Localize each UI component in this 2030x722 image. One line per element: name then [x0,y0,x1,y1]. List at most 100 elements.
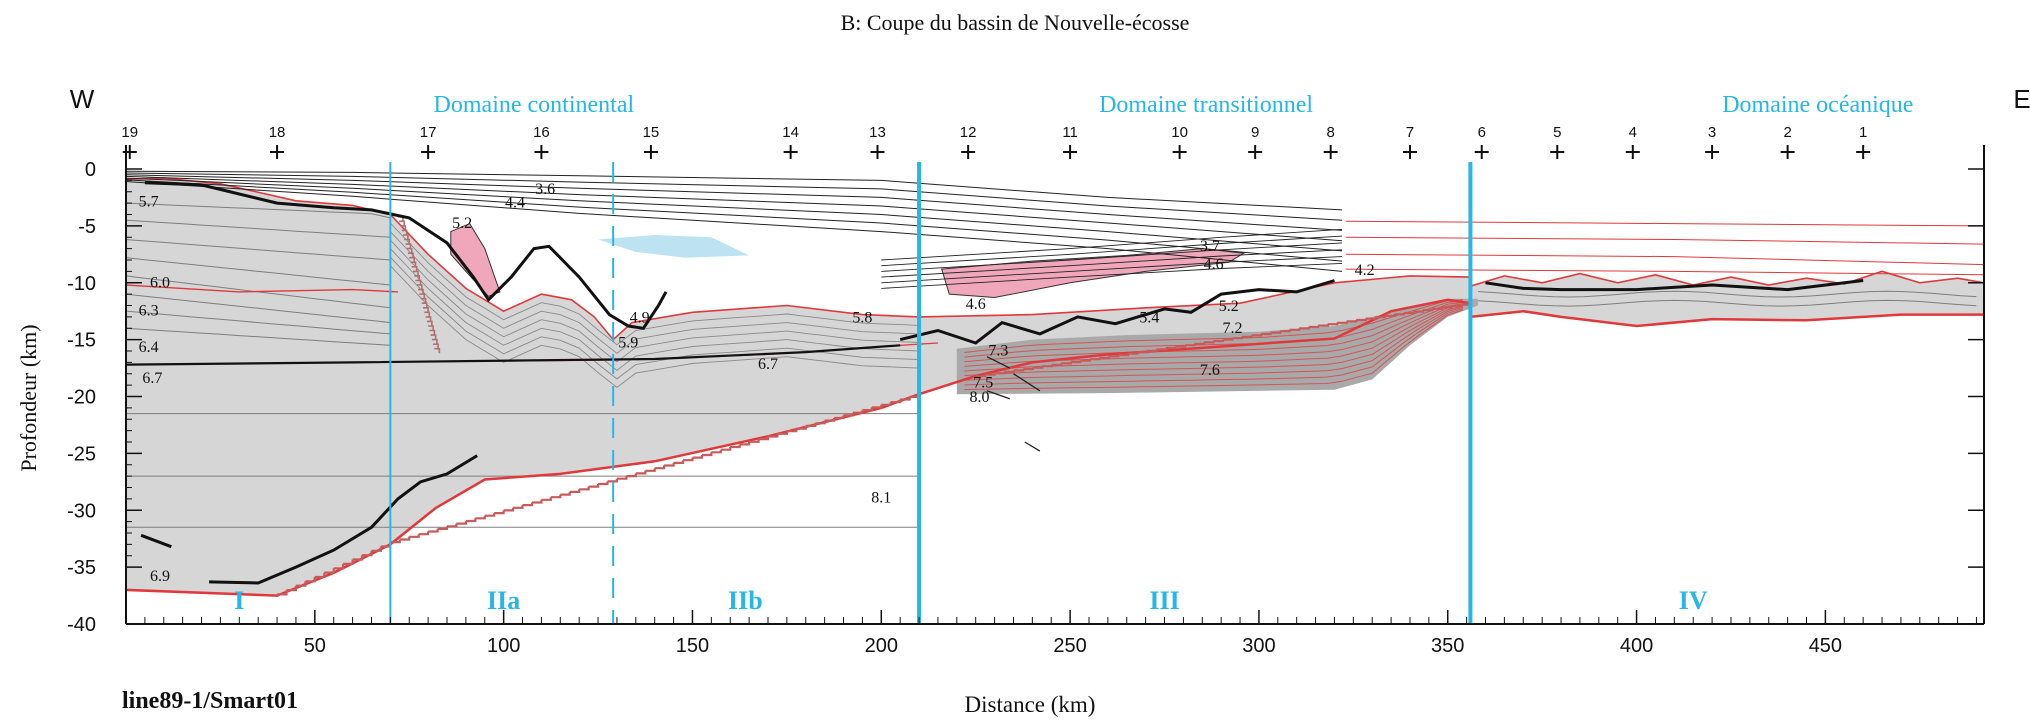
transitional-layer-line [964,300,1463,358]
fault-dash [1013,373,1041,392]
offshore-layer-line [1345,220,1985,227]
sediment-layer-line [881,262,1343,289]
station-number: 17 [420,124,437,141]
velocity-label: 4.6 [966,296,986,313]
zone-label: IV [1679,586,1708,615]
east-label: E [2013,84,2030,114]
station-number: 1 [1859,124,1867,141]
station-number: 18 [269,124,286,141]
sediment-layer-line [881,256,1343,284]
figure-title: B: Coupe du bassin de Nouvelle-écosse [841,10,1190,35]
crust-layer-line [125,257,391,286]
offshore-layer-line [1345,268,1985,276]
sediment-layer-line [125,179,1343,262]
crust-layer-line [389,248,920,371]
sediment-layer-line [881,228,1343,261]
sediment-layer-line [125,172,1343,221]
sediment-layer-line [125,170,1343,211]
y-tick-label: -20 [67,387,96,409]
oceanic-layer-line [1477,299,1977,307]
sediment-layer-line [125,175,1343,242]
oceanic-crust [1470,271,1984,326]
transitional-layer-line [964,299,1463,353]
title-layer: B: Coupe du bassin de Nouvelle-écosse [841,10,1190,35]
domain-label: Domaine continental [434,92,635,118]
station-number: 12 [960,124,977,141]
y-tick-label: -35 [67,557,96,579]
y-tick-label: -15 [67,330,96,352]
velocity-label: 5.9 [618,335,638,352]
crust-layer-line [125,219,391,238]
x-tick-label: 100 [487,635,520,657]
x-tick-label: 50 [304,635,326,657]
velocity-label: 4.4 [505,195,525,212]
station-number: 6 [1478,124,1486,141]
station-number: 3 [1708,124,1716,141]
water-lens [598,235,750,258]
stepped-boundary [390,394,921,544]
velocity-label: 6.0 [150,274,170,291]
x-axis-label: Distance (km) [965,692,1096,717]
reflector-lower-crust [209,454,478,585]
velocity-label: 5.4 [1139,310,1159,327]
y-tick-label: -25 [67,443,96,465]
y-tick-label: -40 [67,614,96,636]
velocity-label: 4.2 [1355,262,1375,279]
x-tick-label: 300 [1242,635,1275,657]
stepped-boundary [277,542,392,596]
velocity-label: 7.6 [1200,362,1220,379]
y-axis-label: Profondeur (km) [16,324,41,471]
velocity-label: 8.1 [871,489,891,506]
crust-layer-line [125,202,391,219]
crust-layer-line [125,293,391,324]
transitional-layer-line [964,305,1464,377]
transitional-layer-line [964,301,1463,363]
fault-dash [986,390,1010,400]
offshore-layer-line [1345,236,1985,245]
velocity-label: 8.0 [969,389,989,406]
fault-dash [986,356,1010,369]
sediment-layer-line [881,249,1343,278]
y-tick-label: 0 [85,159,96,181]
station-number: 2 [1783,124,1791,141]
station-number: 11 [1062,124,1078,141]
velocity-label: 7.5 [973,374,993,391]
velocity-label: 6.7 [142,370,162,387]
transitional-layer-line [964,309,1464,390]
velocity-label: 7.3 [988,343,1008,360]
crust-layer-line [389,222,920,346]
x-tick-label: 450 [1809,635,1842,657]
velocity-label: 6.3 [139,303,159,320]
x-tick-label: 400 [1620,635,1653,657]
zone-label: IIa [487,586,520,615]
station-number: 15 [643,124,660,141]
sediment-layer-line [125,174,1343,231]
station-number: 7 [1406,124,1414,141]
station-number: 13 [869,124,886,141]
crust-layer-line [389,256,920,380]
crust-layer-line [125,310,391,335]
geology-section [125,170,1985,597]
crust-layer-line [389,265,920,388]
y-tick-label: -30 [67,500,96,522]
velocity-label: 4.6 [1204,256,1224,273]
reflector-oceanic [1485,279,1864,292]
velocity-label: 6.4 [139,339,159,356]
station-number: 9 [1251,124,1259,141]
station-number: 19 [121,124,138,141]
x-tick-label: 250 [1053,635,1086,657]
x-tick-label: 200 [865,635,898,657]
crust-layer-line [125,239,391,261]
offshore-layer-line [1345,253,1985,266]
velocity-label: 5.2 [452,215,472,232]
sediment-layer-line [881,235,1343,267]
y-tick-label: -10 [67,273,96,295]
zone-label: IIb [728,586,763,615]
upper-crust-boundary [125,284,398,293]
west-label: W [70,84,95,114]
